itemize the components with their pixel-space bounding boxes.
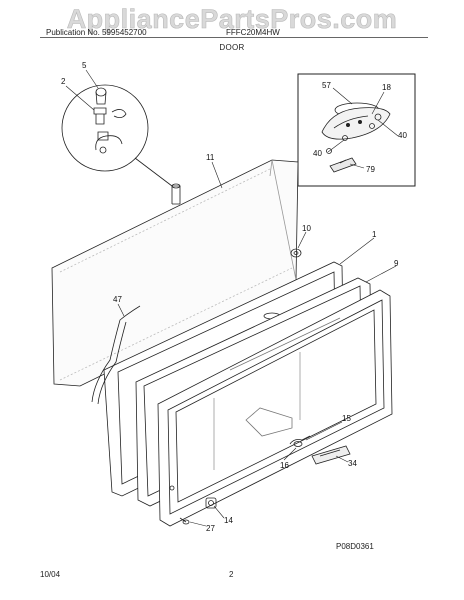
callout-57: 57 [322,81,331,90]
door-outer-panel [51,159,299,387]
callout-2: 2 [61,77,66,86]
callout-40-right: 40 [398,131,407,140]
leader-lines [65,69,399,527]
handle-detail-box [297,73,416,187]
header-rule [40,37,428,38]
model-number: FFFC20M4HW [226,28,280,37]
watermark: AppliancePartsPros.com [66,4,398,35]
callout-11: 11 [206,153,215,162]
callout-16: 16 [280,461,289,470]
callout-1: 1 [372,230,377,239]
hinge-detail-circle [61,84,173,187]
callout-14: 14 [224,516,233,525]
publication-number: Publication No. 5995452700 [46,28,147,37]
door-inner-frame [157,289,393,527]
wire-harness [91,305,141,405]
callout-10: 10 [302,224,311,233]
footer-date: 10/04 [40,570,61,579]
callout-labels: 5 2 11 57 18 40 40 79 10 1 9 47 15 16 34… [61,61,407,533]
callout-9: 9 [394,259,399,268]
callout-40-left: 40 [313,149,322,158]
section-title: DOOR [219,43,245,52]
callout-47: 47 [113,295,122,304]
callout-27: 27 [206,524,215,533]
callout-15: 15 [342,414,351,423]
callout-18: 18 [382,83,391,92]
diagram-code: P08D0361 [336,542,374,551]
callout-79: 79 [366,165,375,174]
callout-5: 5 [82,61,87,70]
callout-34: 34 [348,459,357,468]
small-parts [179,248,351,525]
footer-page-number: 2 [229,570,234,579]
